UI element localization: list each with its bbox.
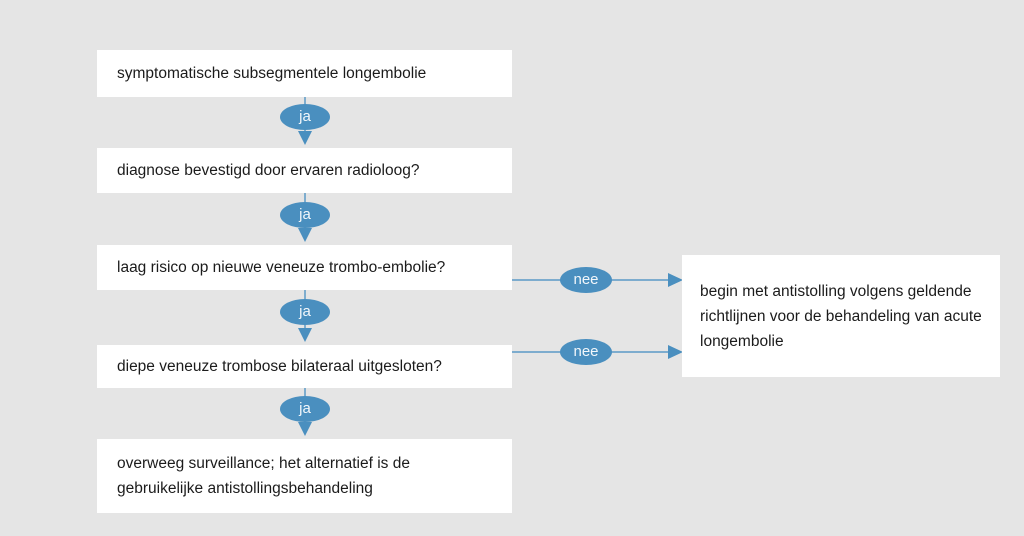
flow-node-text: gebruikelijke antistollingsbehandeling	[117, 480, 373, 497]
flow-node-text: begin met antistolling volgens geldende	[700, 282, 972, 300]
edge-label-nee: nee	[573, 342, 599, 360]
arrow-down-icon	[298, 422, 312, 436]
flow-node-question-dvt-uitgesloten: diepe veneuze trombose bilateraal uitges…	[97, 345, 512, 388]
arrow-down-icon	[298, 328, 312, 342]
flow-node-text: richtlijnen voor de behandeling van acut…	[700, 307, 982, 325]
flow-node-question-laag-risico: laag risico op nieuwe veneuze trombo-emb…	[97, 245, 512, 290]
arrow-right-icon	[668, 273, 683, 287]
edge-label-ja: ja	[299, 399, 311, 417]
arrow-right-icon	[668, 345, 683, 359]
edge-label-nee: nee	[573, 270, 599, 288]
flow-node-text: overweeg surveillance; het alternatief i…	[117, 455, 410, 472]
flow-node-start: symptomatische subsegmentele longembolie	[97, 50, 512, 97]
flow-node-text: symptomatische subsegmentele longembolie	[117, 65, 427, 82]
flow-node-text: laag risico op nieuwe veneuze trombo-emb…	[117, 259, 446, 276]
flow-node-outcome-surveillance: overweeg surveillance; het alternatief i…	[97, 439, 512, 513]
arrow-down-icon	[298, 131, 312, 145]
edge-label-ja: ja	[299, 107, 311, 125]
flow-node-text: diagnose bevestigd door ervaren radioloo…	[117, 162, 420, 179]
edge-label-ja: ja	[299, 205, 311, 223]
flow-node-text: diepe veneuze trombose bilateraal uitges…	[117, 358, 442, 375]
flow-node-outcome-antistolling: begin met antistolling volgens geldende …	[682, 255, 1000, 377]
edge-label-ja: ja	[299, 302, 311, 320]
flow-node-question-radioloog: diagnose bevestigd door ervaren radioloo…	[97, 148, 512, 193]
flow-node-text: longembolie	[700, 332, 784, 350]
arrow-down-icon	[298, 228, 312, 242]
